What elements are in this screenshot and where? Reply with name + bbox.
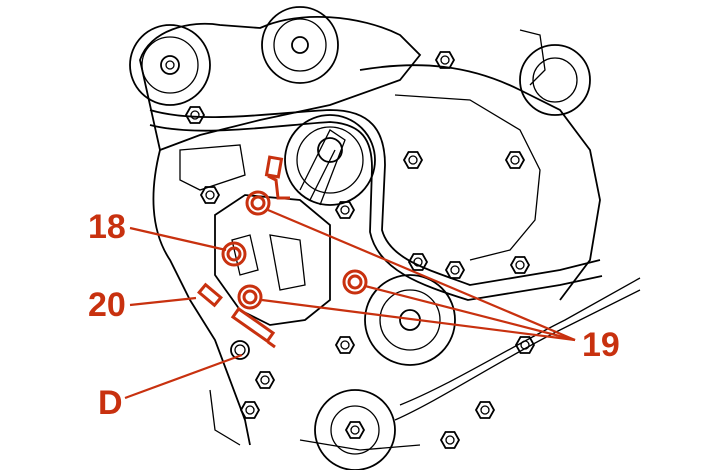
timing-belt	[149, 109, 641, 421]
bolt-19-middle-icon	[237, 284, 263, 310]
bolt-19-right-icon	[342, 269, 368, 295]
camshaft-sprocket-right	[261, 6, 339, 84]
engine-housing	[139, 16, 601, 451]
callout-18: 18	[88, 208, 126, 246]
callout-d: D	[98, 384, 123, 422]
bolt-20-icon	[197, 282, 223, 308]
leader-lines	[124, 208, 576, 400]
bolt-18-icon	[221, 241, 247, 267]
camshaft-sprocket-left	[129, 24, 211, 106]
locking-pin-d-icon	[230, 306, 276, 349]
pin-top-icon	[264, 155, 290, 200]
bolt-19-upper-icon	[245, 190, 271, 216]
highlighted-bolts	[197, 155, 368, 349]
tensioner-bracket	[214, 129, 346, 326]
callout-20: 20	[88, 286, 126, 324]
crankshaft-sprocket	[314, 389, 396, 470]
right-sprocket	[519, 44, 591, 116]
idler-pulley	[364, 274, 456, 366]
tensioner-pulley	[284, 114, 376, 206]
callout-19: 19	[582, 326, 620, 364]
